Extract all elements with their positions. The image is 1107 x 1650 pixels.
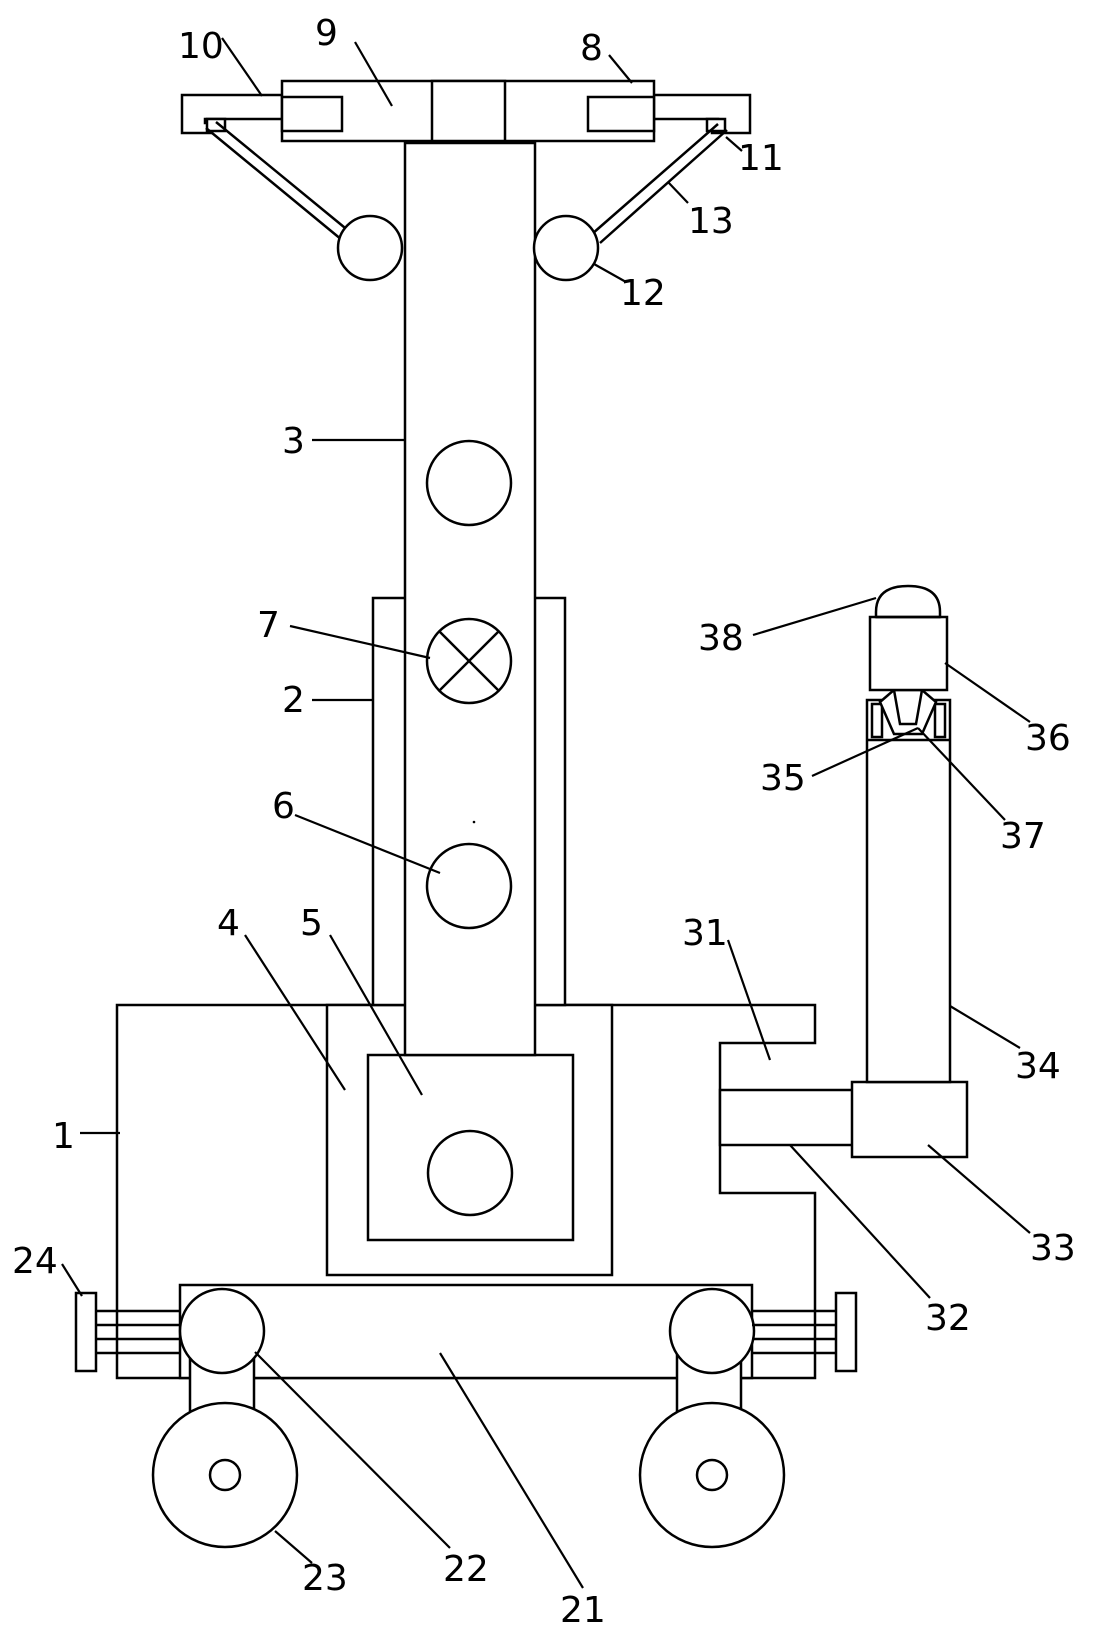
label-31: 31 xyxy=(682,913,728,954)
leader-12 xyxy=(593,263,627,283)
right-ball xyxy=(532,214,600,282)
motor-circle xyxy=(426,1129,514,1217)
label-21: 21 xyxy=(560,1590,606,1631)
label-33: 33 xyxy=(1030,1228,1076,1269)
label-10: 10 xyxy=(178,26,224,67)
leader-11 xyxy=(725,136,743,152)
right-rod-b xyxy=(599,129,728,244)
right-roller xyxy=(668,1287,756,1375)
leader-5 xyxy=(329,934,423,1096)
label-34: 34 xyxy=(1015,1046,1061,1087)
leader-8 xyxy=(608,54,633,84)
fixture-cap xyxy=(874,584,942,619)
leader-6 xyxy=(294,813,441,875)
label-36: 36 xyxy=(1025,718,1071,759)
left-roller xyxy=(178,1287,266,1375)
label-5: 5 xyxy=(300,903,323,944)
v-groove-inner xyxy=(892,689,924,726)
label-22: 22 xyxy=(443,1549,489,1590)
label-23: 23 xyxy=(302,1558,348,1599)
arm-end-block xyxy=(850,1080,969,1159)
gear-circle xyxy=(425,842,513,930)
label-12: 12 xyxy=(620,273,666,314)
leader-36 xyxy=(944,662,1031,723)
right-jaw xyxy=(933,702,947,739)
left-wheel-hub xyxy=(208,1458,242,1492)
label-13: 13 xyxy=(688,201,734,242)
leader-34 xyxy=(949,1005,1021,1049)
side-arm xyxy=(718,1088,857,1147)
leader-31 xyxy=(726,939,772,1061)
leader-32 xyxy=(789,1144,931,1299)
label-8: 8 xyxy=(580,28,603,69)
label-24: 24 xyxy=(12,1241,58,1282)
label-32: 32 xyxy=(925,1298,971,1339)
fixture-body xyxy=(868,615,949,692)
label-37: 37 xyxy=(1000,816,1046,857)
leader-23 xyxy=(274,1530,313,1564)
left-ball xyxy=(336,214,404,282)
leader-24 xyxy=(61,1263,83,1297)
small-dot xyxy=(472,820,476,824)
label-11: 11 xyxy=(738,138,784,179)
leader-21 xyxy=(439,1352,584,1589)
left-adjust-knob xyxy=(74,1291,98,1373)
right-rod-a xyxy=(591,123,719,235)
right-clamp-block xyxy=(586,95,656,133)
left-jaw xyxy=(870,702,884,739)
column-upper-circle xyxy=(425,439,513,527)
left-rod-b xyxy=(215,121,351,233)
leader-4 xyxy=(244,934,346,1091)
belt-frame xyxy=(178,1283,754,1380)
leader-22 xyxy=(254,1351,451,1549)
leader-37 xyxy=(917,727,1006,821)
leader-38 xyxy=(752,596,877,637)
leader-35 xyxy=(811,726,919,778)
label-2: 2 xyxy=(282,680,305,721)
left-pivot xyxy=(205,117,227,133)
leader-33 xyxy=(927,1144,1031,1234)
leader-7 xyxy=(289,624,431,660)
label-3: 3 xyxy=(282,421,305,462)
right-adjust-knob xyxy=(834,1291,858,1373)
right-wheel-hub xyxy=(695,1458,729,1492)
leader-13 xyxy=(667,181,689,204)
cross-line-b xyxy=(439,631,499,691)
top-center-block xyxy=(430,79,507,143)
label-6: 6 xyxy=(272,786,295,827)
leader-9 xyxy=(354,41,393,107)
left-clamp-block xyxy=(280,95,344,133)
label-4: 4 xyxy=(217,903,240,944)
leader-10 xyxy=(221,37,263,97)
left-rod-a xyxy=(205,127,343,241)
label-7: 7 xyxy=(257,605,280,646)
label-1: 1 xyxy=(52,1116,75,1157)
vertical-tube xyxy=(865,698,952,1084)
label-9: 9 xyxy=(315,13,338,54)
label-38: 38 xyxy=(698,618,744,659)
label-35: 35 xyxy=(760,758,806,799)
